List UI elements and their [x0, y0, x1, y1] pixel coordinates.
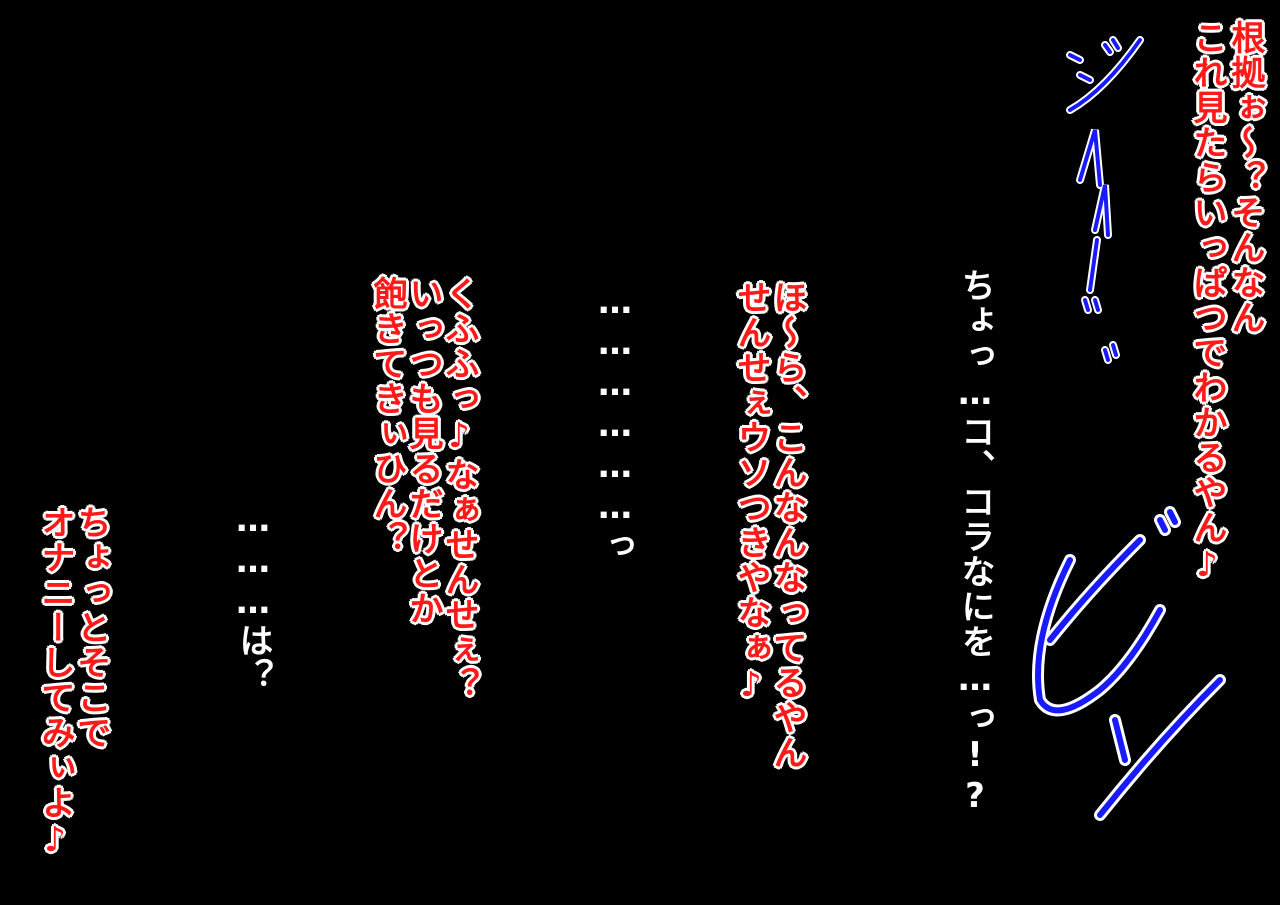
speech-evidence-line-1: 根拠ぉ～？そんなん	[1225, 20, 1265, 335]
speech-see-line-1: ほ～ら、こんなんなってるやん	[767, 280, 807, 770]
speech-kufufu-line-2: いっつも見るだけとか	[403, 276, 443, 626]
zipper-sfx-strokes	[1066, 36, 1144, 364]
pull-sfx-strokes	[1032, 506, 1226, 821]
speech-onani-line-2: オナニーしてみぃよ♪	[35, 505, 75, 861]
speech-wait-line: ちょっ…コ、コラなにを…っ!?	[955, 268, 995, 817]
speech-kufufu-line-1: くふふっ♪なぁせんせぇ？	[439, 276, 479, 702]
speech-onani-line-1: ちょっとそこで	[71, 505, 111, 750]
speech-ha-line: ………は？	[233, 500, 273, 693]
speech-silence-line: ………………っ	[595, 282, 635, 563]
speech-kufufu-line-3: 飽きてきぃひん？	[367, 276, 407, 556]
speech-evidence-line-2: これ見たらいっぱつでわかるやん♪	[1187, 20, 1227, 586]
speech-see-line-2: せんせぇウソつきやなぁ♪	[731, 280, 771, 706]
